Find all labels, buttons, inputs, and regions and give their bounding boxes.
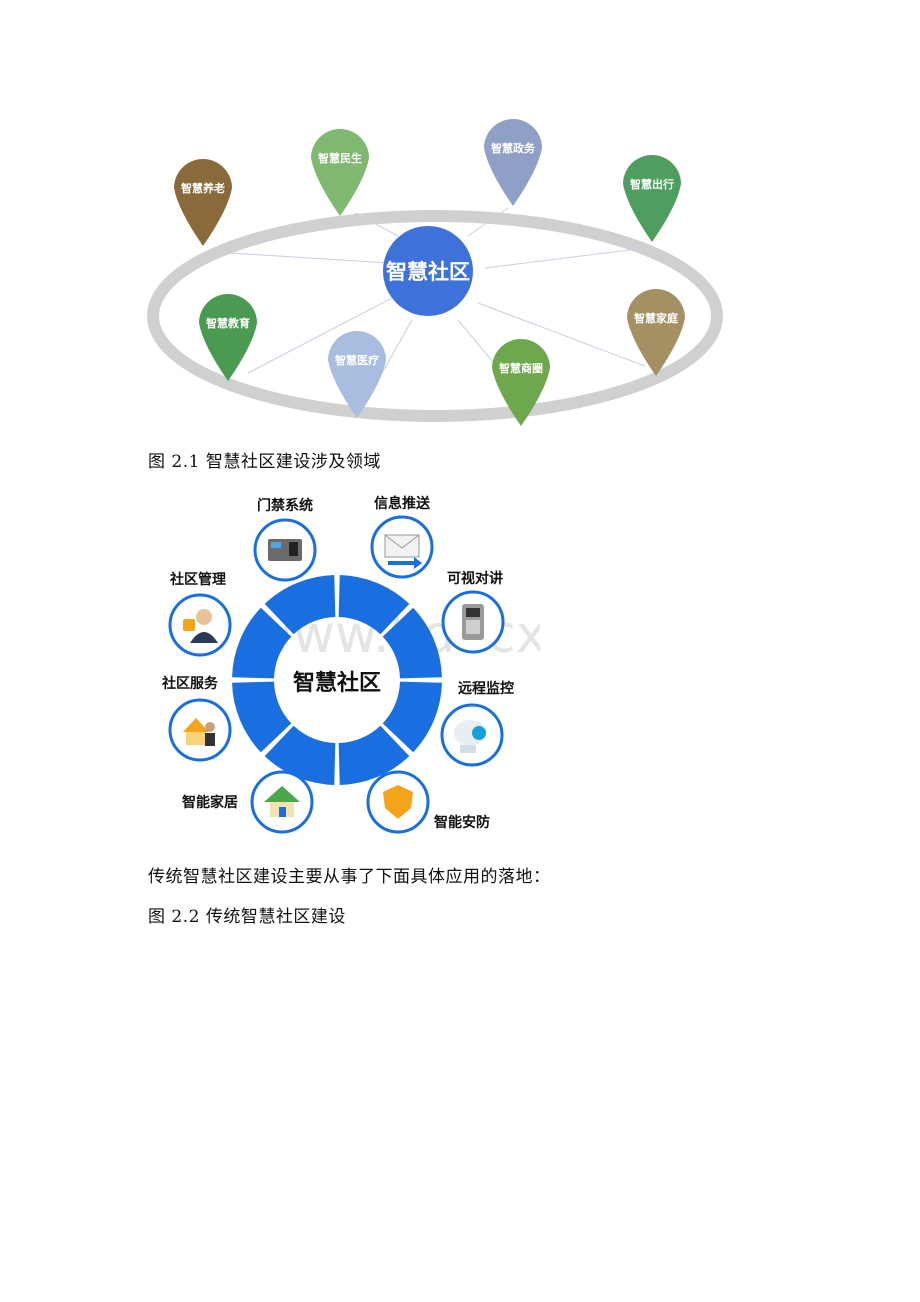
shield-icon [383, 785, 413, 819]
pin-4: 智慧出行 [623, 155, 681, 242]
pin-label: 智慧医疗 [335, 353, 379, 367]
ring-segment [382, 681, 442, 753]
feature-label: 智能家居 [181, 794, 238, 811]
house-icon [264, 786, 300, 817]
feature-icon-frame [168, 593, 232, 657]
feature-label: 门禁系统 [257, 497, 313, 514]
feature-item-1: 门禁系统 [253, 497, 317, 582]
pin-3: 智慧政务 [484, 119, 542, 206]
ring-segment [232, 681, 292, 753]
figure-caption-1: 图 2.1 智慧社区建设涉及领域 [148, 452, 381, 472]
figure-caption-2: 图 2.2 传统智慧社区建设 [148, 907, 346, 927]
pin-label: 智慧养老 [181, 181, 225, 195]
feature-item-2: 信息推送 [370, 495, 434, 579]
pin-marker [311, 129, 369, 216]
feature-item-7: 社区服务 [161, 675, 232, 762]
ring-segment [264, 725, 336, 785]
pin-label: 智慧出行 [630, 177, 674, 191]
camera-icon [454, 720, 486, 753]
ring-segment [264, 575, 336, 635]
feature-label: 信息推送 [374, 495, 431, 512]
pin-marker [623, 155, 681, 242]
intercom-icon [462, 604, 484, 640]
envelope-icon [384, 534, 422, 569]
pin-label: 智慧教育 [206, 316, 250, 330]
feature-label: 远程监控 [458, 680, 514, 697]
feature-item-5: 智能安防 [366, 770, 490, 834]
pin-label: 智慧商圈 [499, 361, 543, 375]
feature-label: 社区管理 [169, 571, 226, 588]
body-paragraph: 传统智慧社区建设主要从事了下面具体应用的落地： [148, 867, 551, 887]
pin-5: 智慧教育 [199, 294, 257, 381]
pin-marker [484, 119, 542, 206]
feature-label: 可视对讲 [447, 570, 503, 587]
traditional-smart-community-figure: www.bdocx.com 智慧社区 门禁系统信息推送可视对讲远程监控智能安防智… [161, 495, 540, 834]
ring-segment [338, 575, 410, 635]
pin-6: 智慧医疗 [328, 331, 386, 418]
pin-marker [199, 294, 257, 381]
service-icon [183, 718, 215, 746]
pin-marker [174, 159, 232, 246]
feature-item-6: 智能家居 [181, 770, 314, 834]
pin-marker [627, 289, 685, 376]
connector-arrows [229, 207, 646, 404]
hub-label: 智慧社区 [386, 260, 470, 284]
pin-label: 智慧政务 [491, 141, 536, 155]
feature-item-3: 可视对讲 [441, 570, 505, 654]
feature-item-8: 社区管理 [168, 571, 232, 657]
ring-segment [338, 725, 410, 785]
ring-segment [382, 607, 442, 679]
pin-8: 智慧家庭 [627, 289, 685, 376]
hub-circle [383, 226, 473, 316]
pin-7: 智慧商圈 [492, 339, 550, 426]
ring-segment [232, 607, 292, 679]
ring-center-label: 智慧社区 [293, 670, 381, 696]
pin-1: 智慧养老 [174, 159, 232, 246]
pin-label: 智慧民生 [318, 151, 362, 165]
pin-marker [328, 331, 386, 418]
feature-item-4: 远程监控 [440, 680, 514, 767]
door-access-icon [268, 539, 302, 561]
manager-icon [183, 609, 218, 643]
pin-2: 智慧民生 [311, 129, 369, 216]
pin-label: 智慧家庭 [634, 311, 678, 325]
feature-label: 智能安防 [433, 814, 490, 831]
segmented-ring [232, 575, 442, 785]
pin-marker [492, 339, 550, 426]
feature-label: 社区服务 [161, 675, 219, 692]
orbit-ellipse [147, 210, 723, 422]
